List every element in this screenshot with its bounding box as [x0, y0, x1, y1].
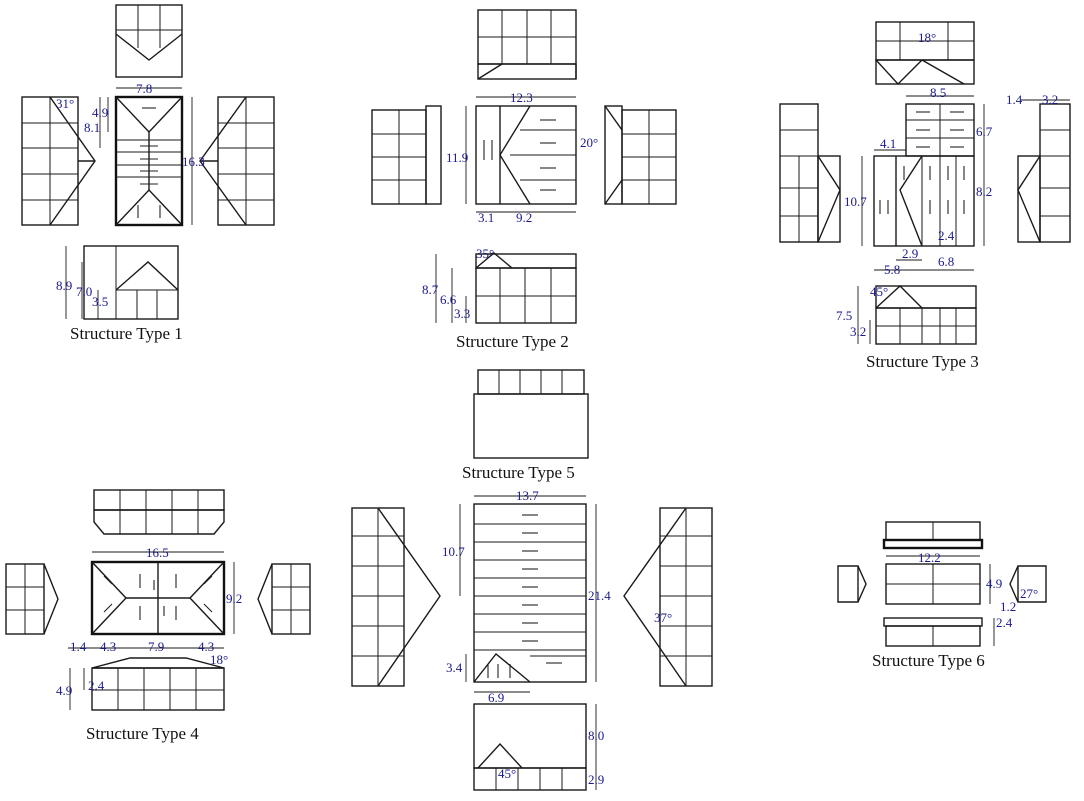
structure-1-caption: Structure Type 1: [70, 324, 183, 343]
structure-type-2: 12.3 11.9 20° 3.1 9.2 35° 8.7 6.6 3.3 St…: [371, 9, 677, 351]
s6-dim-depth: 4.9: [986, 576, 1002, 591]
s5-dim-total-height: 8.0: [588, 728, 604, 743]
s3-dim-wing-width: 8.5: [930, 85, 946, 100]
structure-6-caption: Structure Type 6: [872, 651, 985, 670]
s2-dim-width: 12.3: [510, 90, 533, 105]
s5-dim-length: 21.4: [588, 588, 611, 603]
s5-dim-gable-width: 6.9: [488, 690, 504, 705]
s4-dim-hip-left: 4.3: [100, 639, 116, 654]
s3-dim-side-width: 3.2: [1042, 92, 1058, 107]
s4-dim-depth: 9.2: [226, 591, 242, 606]
s5-dim-pitch: 45°: [498, 766, 516, 781]
s1-dim-width: 7.8: [136, 81, 152, 96]
s2-dim-main-length: 9.2: [516, 210, 532, 225]
structure-5-front-view: [473, 703, 597, 791]
structure-1-roof-plan: [99, 87, 193, 227]
s1-dim-length: 16.3: [182, 154, 205, 169]
s1-dim-roof-angle: 31°: [56, 96, 74, 111]
s2-dim-total-height: 8.7: [422, 282, 439, 297]
structure-5-caption: Structure Type 5: [462, 463, 575, 482]
structure-type-6: 12.2 4.9 27° 1.2 2.4 Structure Type 6: [837, 521, 1047, 670]
s6-dim-width: 12.2: [918, 550, 941, 565]
s3-dim-main-length: 10.7: [844, 194, 867, 209]
s3-dim-wing-offset: 4.1: [880, 136, 896, 151]
structure-1-right-view: [199, 96, 275, 226]
s3-dim-wing-length: 6.7: [976, 124, 993, 139]
structure-5-roof-plan: [459, 495, 597, 693]
s6-dim-overhang: 1.2: [1000, 599, 1016, 614]
structure-1-left-view: [21, 96, 96, 226]
structure-5-top-view: [473, 369, 589, 459]
structure-6-left-view: [837, 565, 867, 603]
s4-dim-overhang: 1.4: [70, 639, 87, 654]
s3-dim-wall-height: 3.2: [850, 324, 866, 339]
structure-type-4: 16.5 9.2 1.4 4.3 7.9 4.3 18° 2.4 4.9 Str…: [5, 489, 311, 743]
structure-4-right-view: [257, 563, 311, 635]
structure-3-front-view: [857, 285, 977, 345]
s4-dim-width: 16.5: [146, 545, 169, 560]
s5-dim-roof-angle: 37°: [654, 610, 672, 625]
structure-4-top-view: [93, 489, 225, 535]
s6-dim-wall-height: 2.4: [996, 615, 1013, 630]
structure-type-5: Structure Type 5: [351, 369, 713, 791]
s4-dim-roof-angle: 18°: [210, 652, 228, 667]
s2-dim-length: 11.9: [446, 150, 468, 165]
s4-dim-eave-height: 2.4: [88, 678, 105, 693]
s4-dim-ridge: 7.9: [148, 639, 164, 654]
structure-type-1: 31° 7.8 4.9 8.1 16.3 8.9 7.0 3.5 Structu…: [21, 4, 275, 343]
structure-type-3: 18° 8.5 1.4 3.2 6.7 4.1 10.7 8.2 2.4 2.9…: [779, 21, 1071, 371]
structure-3-top-view: [875, 21, 975, 86]
s1-dim-total-height: 8.9: [56, 278, 72, 293]
s1-dim-hip-depth: 4.9: [92, 105, 108, 120]
s3-dim-top-angle: 18°: [918, 30, 936, 45]
s3-dim-right-part: 6.8: [938, 254, 954, 269]
s4-dim-hip-right: 4.3: [198, 639, 214, 654]
s3-dim-main-right: 8.2: [976, 184, 992, 199]
structure-6-top-view: [882, 521, 984, 550]
structure-1-top-view: [115, 4, 183, 78]
s5-dim-gable-depth: 3.4: [446, 660, 463, 675]
structure-4-front-view: [69, 657, 225, 711]
structure-5-left-view: [351, 507, 441, 687]
structure-3-roof-plan: [861, 95, 1070, 271]
s2-dim-eave-height: 6.6: [440, 292, 457, 307]
s1-dim-wall-height: 3.5: [92, 294, 108, 309]
structure-2-top-view: [477, 9, 577, 80]
s3-dim-pitch: 45°: [870, 284, 888, 299]
s5-dim-width: 13.7: [516, 488, 539, 503]
structure-6-front-view: [883, 617, 995, 647]
s1-dim-offset: 8.1: [84, 120, 100, 135]
s5-dim-half-length: 10.7: [442, 544, 465, 559]
structure-2-right-view: [604, 105, 677, 205]
s6-dim-roof-angle: 27°: [1020, 586, 1038, 601]
structure-5-right-view: [623, 507, 713, 687]
s1-dim-eave-height: 7.0: [76, 284, 92, 299]
s2-dim-offset: 3.1: [478, 210, 494, 225]
structure-2-left-view: [371, 105, 442, 205]
s3-dim-step: 2.9: [902, 246, 918, 261]
s2-dim-pitch: 35°: [476, 246, 494, 261]
structure-3-left-view: [779, 103, 841, 243]
structure-6-right-view: [1009, 565, 1047, 603]
structure-3-caption: Structure Type 3: [866, 352, 979, 371]
structure-4-left-view: [5, 563, 59, 635]
s3-dim-total-height: 7.5: [836, 308, 852, 323]
structure-2-front-view: [435, 252, 577, 324]
structure-2-roof-plan: [465, 96, 577, 213]
s5-dim-wall-height: 2.9: [588, 772, 604, 787]
s4-dim-wall-height: 4.9: [56, 683, 72, 698]
structure-1-front-view: [65, 245, 179, 320]
s2-dim-roof-angle: 20°: [580, 135, 598, 150]
s3-dim-inner: 2.4: [938, 228, 955, 243]
structure-4-roof-plan: [68, 551, 235, 649]
structure-3-right-view: [1017, 103, 1071, 243]
s3-dim-side-offset: 1.4: [1006, 92, 1023, 107]
structure-2-caption: Structure Type 2: [456, 332, 569, 351]
s3-dim-left-part: 5.8: [884, 262, 900, 277]
s2-dim-wall-height: 3.3: [454, 306, 470, 321]
structure-6-roof-plan: [885, 555, 991, 605]
structure-4-caption: Structure Type 4: [86, 724, 199, 743]
